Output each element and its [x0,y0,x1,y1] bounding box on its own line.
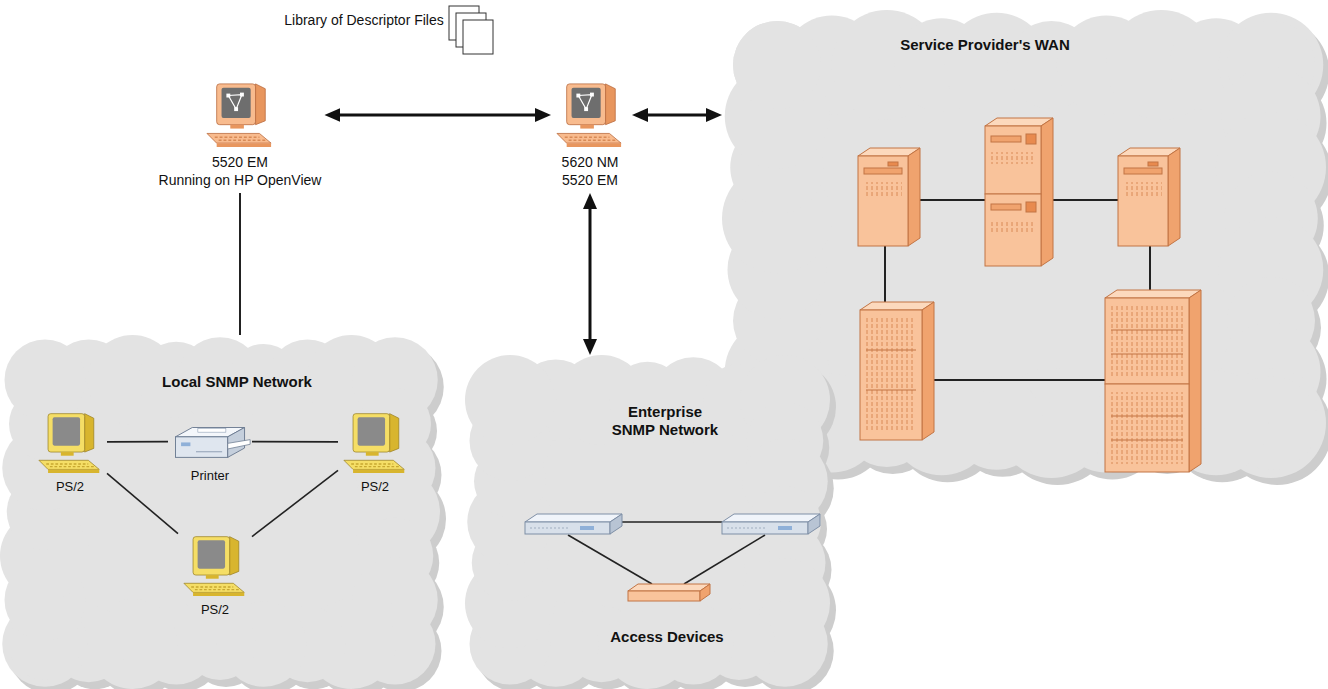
cloud-bump [1164,371,1269,476]
node-label: 5520 EM [562,171,618,189]
node-label: PS/2 [201,602,229,618]
icon-graphic [557,84,621,147]
cloud-heading: Local SNMP Network [162,373,312,391]
computer-node: PS/2 [338,410,412,495]
computer-icon [33,410,107,474]
link-line [252,441,338,443]
computer-node: 5520 EMRunning on HP OpenView [159,80,322,189]
icon-graphic [344,414,404,473]
cloud-shape [722,10,1326,478]
cloud-heading: Enterprise SNMP Network [607,403,723,439]
computer-node: 5620 NM5520 EM [551,80,629,189]
node-label: 5620 NM [562,153,619,171]
icon-graphic [184,537,244,596]
computer-icon [201,80,279,148]
computer-icon [178,533,252,597]
network-cloud: Local SNMP NetworkPS/2PrinterPS/2PS/2 [0,335,440,689]
printer-node: Printer [168,420,252,484]
icon-graphic [175,428,250,458]
cloud-bump [733,21,821,109]
link-line [239,193,241,335]
network-cloud: Service Provider's WAN [722,10,1326,478]
link-line [107,441,168,443]
cloud-fill [465,355,830,689]
node-label: 5520 EM [212,153,268,171]
icon-graphic [207,84,271,147]
note-label: Library of Descriptor Files [284,11,444,29]
node-label: Running on HP OpenView [159,171,322,189]
cloud-bump [733,21,821,109]
icon-graphic [39,414,99,473]
arrow-connector [644,114,710,117]
node-label: Printer [191,468,229,484]
cloud-bump [465,355,555,445]
computer-node: PS/2 [178,533,252,618]
cloud-fill [722,10,1326,478]
library-pages [449,6,493,54]
node-label: PS/2 [361,479,389,495]
arrow-connector [589,205,592,343]
cloud-body [777,65,1271,423]
cloud-bump [1117,379,1205,467]
computer-icon [338,410,412,474]
cloud-bump [1123,386,1211,474]
printer-icon [168,420,252,463]
cloud-fill [0,335,440,689]
computer-icon [551,80,629,148]
arrow-connector [336,114,539,117]
cloud-heading: Service Provider's WAN [900,36,1069,54]
cloud-bump [5,340,86,421]
node-label: PS/2 [56,479,84,495]
group-label: Access Devices [610,628,723,646]
computer-node: PS/2 [33,410,107,495]
